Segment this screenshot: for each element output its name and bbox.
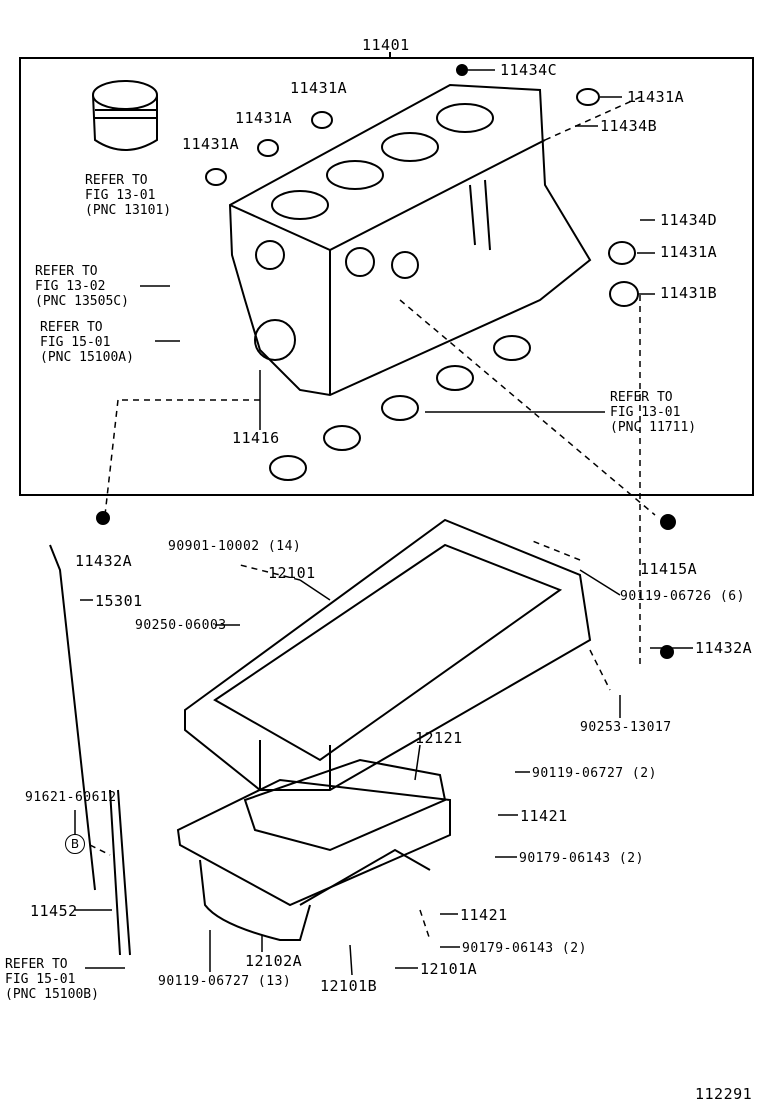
label-11416: 11416: [232, 429, 280, 447]
label-12102a: 12102A: [245, 952, 303, 970]
gasket-drawing: [243, 758, 447, 852]
label-11434b: 11434B: [600, 117, 658, 135]
dipstick-guide-drawing: [109, 789, 131, 956]
label-12101b: 12101B: [320, 977, 378, 995]
label-11431b: 11431B: [660, 284, 718, 302]
dashed-guides: [89, 94, 656, 941]
plugs: [205, 88, 639, 307]
label-11431a: 11431A: [235, 109, 293, 127]
label-11431a: 11431A: [660, 243, 718, 261]
plug-11432a: [96, 511, 110, 525]
plug-11415a: [660, 514, 676, 530]
label-90253-13017: 90253-13017: [580, 720, 672, 735]
label-90119-06726: 90119-06726 (6): [620, 589, 745, 604]
label-11415a: 11415A: [640, 560, 698, 578]
oil-pan-lower-drawing: [176, 778, 451, 941]
label-11432a: 11432A: [75, 552, 133, 570]
label-90179-06143: 90179-06143 (2): [519, 851, 644, 866]
label-12121: 12121: [415, 729, 463, 747]
label-12101: 12101: [268, 564, 316, 582]
dipstick-drawing: [49, 544, 96, 891]
label-12101a: 12101A: [420, 960, 478, 978]
label-90250-06003: 90250-06003: [135, 618, 227, 633]
piston-drawing: [92, 80, 158, 151]
label-90179-06143: 90179-06143 (2): [462, 941, 587, 956]
label-11421: 11421: [520, 807, 568, 825]
label-91621-60612: 91621-60612: [25, 790, 117, 805]
label-11431a: 11431A: [182, 135, 240, 153]
label-11434c: 11434C: [500, 61, 558, 79]
label-90119-06727-13: 90119-06727 (13): [158, 974, 292, 989]
main-bearings: [269, 335, 531, 481]
block-frame: [19, 57, 754, 496]
label-11421: 11421: [460, 906, 508, 924]
label-11431a: 11431A: [290, 79, 348, 97]
label-90901-10002: 90901-10002 (14): [168, 539, 302, 554]
label-15301: 15301: [95, 592, 143, 610]
callout-b: B: [65, 834, 85, 854]
oil-pan-upper-drawing: [184, 518, 592, 791]
label-11401: 11401: [362, 36, 410, 54]
plug-11432a-2: [660, 645, 674, 659]
label-11431a: 11431A: [627, 88, 685, 106]
label-11432a: 11432A: [695, 639, 753, 657]
label-11434d: 11434D: [660, 211, 718, 229]
diagram-id: 112291: [695, 1085, 753, 1103]
label-11452: 11452: [30, 902, 78, 920]
cylinder-block-drawing: [228, 83, 592, 397]
label-90119-06727: 90119-06727 (2): [532, 766, 657, 781]
plug-11434c: [456, 64, 468, 76]
